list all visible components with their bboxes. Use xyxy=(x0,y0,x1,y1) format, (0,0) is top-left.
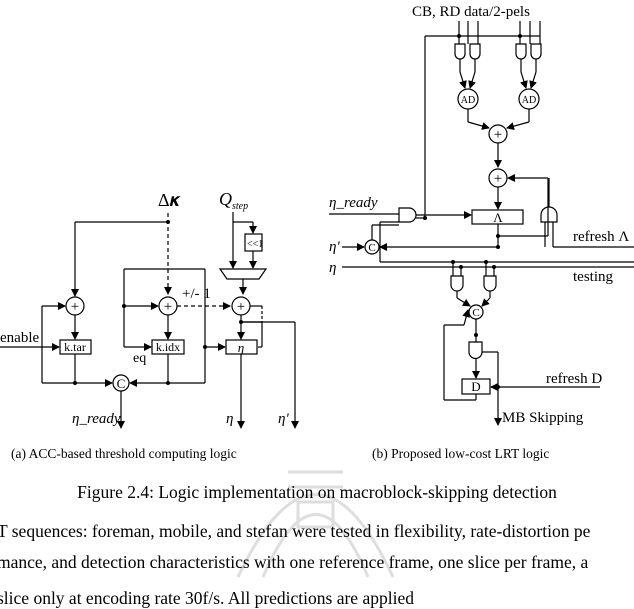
eta-prime-output: η' xyxy=(278,411,289,427)
and-gate-ready xyxy=(398,207,417,223)
svg-text:+: + xyxy=(237,299,245,315)
mb-skipping-label: MB Skipping xyxy=(502,410,584,426)
eta-ready-input: η_ready xyxy=(329,195,378,211)
svg-text:AD: AD xyxy=(522,95,536,106)
shift-label: <<1 xyxy=(247,239,263,250)
svg-text:η: η xyxy=(238,340,244,355)
and-gate-5 xyxy=(450,275,464,292)
and-gate-refresh-lambda xyxy=(540,206,558,223)
acc-threshold-circuit: Δ𝜿 Qstep <<1 + + + +/- 1 k.tar k.idx η xyxy=(0,189,299,429)
plus-minus-label: +/- 1 xyxy=(182,286,211,302)
lrt-circuit: CB, RD data/2-pels AD AD + xyxy=(329,4,634,426)
and-gate-6 xyxy=(483,275,497,292)
svg-text:+: + xyxy=(494,171,502,187)
svg-text:+: + xyxy=(71,299,79,315)
q-step-label: Qstep xyxy=(219,189,248,212)
svg-text:C: C xyxy=(472,307,479,319)
svg-text:AD: AD xyxy=(461,95,475,106)
svg-text:C: C xyxy=(117,376,126,391)
svg-text:D: D xyxy=(471,379,480,394)
eta-input: η xyxy=(329,260,336,276)
refresh-lambda-label: refresh Λ xyxy=(573,229,629,245)
svg-text:+: + xyxy=(494,127,502,143)
logic-figure: Δ𝜿 Qstep <<1 + + + +/- 1 k.tar k.idx η xyxy=(0,4,634,429)
and-gate-1 xyxy=(454,43,466,60)
eta-ready-output: η_ready xyxy=(72,411,121,427)
figure-caption: Figure 2.4: Logic implementation on macr… xyxy=(77,482,557,502)
cb-rd-label: CB, RD data/2-pels xyxy=(412,4,530,20)
enable-label: enable xyxy=(0,330,39,346)
and-gate-4 xyxy=(530,43,542,60)
svg-text:Λ: Λ xyxy=(493,210,503,225)
and-gate-2 xyxy=(469,43,481,60)
body-line-2: mance, and detection characteristics wit… xyxy=(0,552,589,572)
university-seal-watermark xyxy=(236,470,395,578)
svg-text:k.idx: k.idx xyxy=(156,340,180,354)
and-gate-3 xyxy=(515,43,527,60)
svg-text:C: C xyxy=(368,242,375,254)
svg-text:+: + xyxy=(164,299,172,315)
eta-prime-input: η' xyxy=(329,239,340,255)
testing-label: testing xyxy=(573,269,613,285)
refresh-d-label: refresh D xyxy=(546,371,602,387)
eq-label: eq xyxy=(133,351,146,366)
svg-text:k.tar: k.tar xyxy=(64,340,86,354)
body-line-1: T sequences: foreman, mobile, and stefan… xyxy=(0,521,591,541)
eta-output: η xyxy=(226,411,233,427)
caption-a: (a) ACC-based threshold computing logic xyxy=(11,446,237,461)
body-line-3: slice only at encoding rate 30f/s. All p… xyxy=(0,588,414,608)
caption-b: (b) Proposed low-cost LRT logic xyxy=(372,446,550,461)
mux xyxy=(218,268,268,280)
delta-kappa-label: Δ𝜿 xyxy=(158,190,182,210)
and-gate-7 xyxy=(468,341,483,360)
